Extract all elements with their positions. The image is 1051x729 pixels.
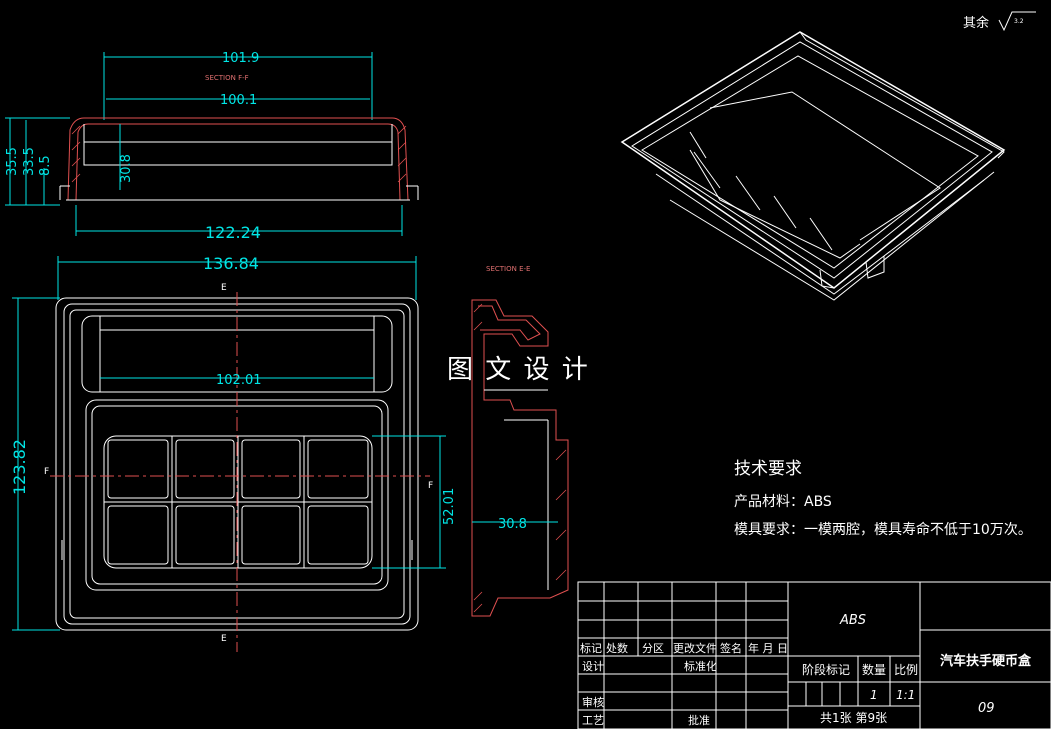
- tb-header-date: 年 月 日: [748, 641, 788, 655]
- tb-qty-label: 数量: [862, 662, 886, 677]
- tb-header-sign: 签名: [720, 641, 742, 655]
- dim-52-01: 52.01: [442, 488, 457, 525]
- tb-row-approve: 批准: [688, 713, 710, 727]
- tb-row-standard: 标准化: [684, 659, 717, 673]
- tb-stage-label: 阶段标记: [802, 662, 850, 677]
- section-ee-title: SECTION E-E: [486, 265, 530, 273]
- tech-line1: 产品材料：ABS: [734, 494, 832, 510]
- isometric-view: [620, 31, 1006, 301]
- tb-row-check: 审核: [582, 695, 604, 709]
- tech-heading: 技术要求: [734, 459, 802, 479]
- tb-header-count: 处数: [606, 642, 628, 655]
- dim-102-01: 102.01: [216, 373, 262, 388]
- tb-scale-label: 比例: [894, 663, 918, 677]
- tb-sheets: 共1张 第9张: [820, 711, 887, 725]
- dim-136-84: 136.84: [203, 254, 259, 273]
- tb-qty: 1: [870, 688, 878, 702]
- cut-label-f-right: F: [428, 481, 433, 491]
- tb-material: ABS: [839, 613, 866, 628]
- watermark: 图 文 设 计: [447, 355, 590, 385]
- tb-row-design: 设计: [582, 660, 604, 673]
- plan-view: 136.84 123.82 E: [10, 254, 457, 652]
- roughness-label: 其余: [963, 15, 989, 31]
- title-block: 标记 处数 分区 更改文件 签名 年 月 日 设计 标准化 审核 工艺 批准 A…: [577, 581, 1051, 729]
- dim-8-5: 8.5: [38, 155, 53, 176]
- section-ff-title: SECTION F-F: [205, 74, 249, 82]
- dim-122-24: 122.24: [205, 223, 261, 242]
- dim-35-5: 35.5: [5, 147, 20, 176]
- tb-scale: 1:1: [896, 688, 915, 702]
- tb-header-mark: 标记: [580, 641, 602, 655]
- tb-part-name: 汽车扶手硬币盒: [940, 653, 1032, 669]
- dim-123-82: 123.82: [10, 439, 29, 495]
- cut-label-f-left: F: [44, 467, 49, 477]
- roughness-value: 3.2: [1014, 18, 1024, 25]
- dim-101-9: 101.9: [222, 51, 259, 66]
- tb-header-zone: 分区: [642, 642, 664, 655]
- section-ee-view: SECTION E-E 30.8: [471, 265, 569, 617]
- dim-33-5: 33.5: [22, 147, 37, 176]
- tech-line2: 模具要求：一模两腔，模具寿命不低于10万次。: [734, 521, 1032, 538]
- dim-100-1: 100.1: [220, 93, 257, 108]
- dim-30-8-ff: 30.8: [119, 154, 134, 183]
- dim-30-8-ee: 30.8: [498, 517, 527, 532]
- tech-requirements: 技术要求 产品材料：ABS 模具要求：一模两腔，模具寿命不低于10万次。: [734, 459, 1032, 538]
- tb-header-change: 更改文件: [673, 641, 717, 655]
- cut-label-e-top: E: [221, 283, 227, 293]
- tb-drawing-no: 09: [978, 701, 995, 716]
- roughness-note: 其余 3.2: [963, 11, 1036, 32]
- cut-label-e-bottom: E: [221, 634, 227, 644]
- tb-row-process: 工艺: [582, 714, 604, 727]
- section-ff-view: SECTION F-F 101.9 100.1 35.5 33: [5, 51, 419, 242]
